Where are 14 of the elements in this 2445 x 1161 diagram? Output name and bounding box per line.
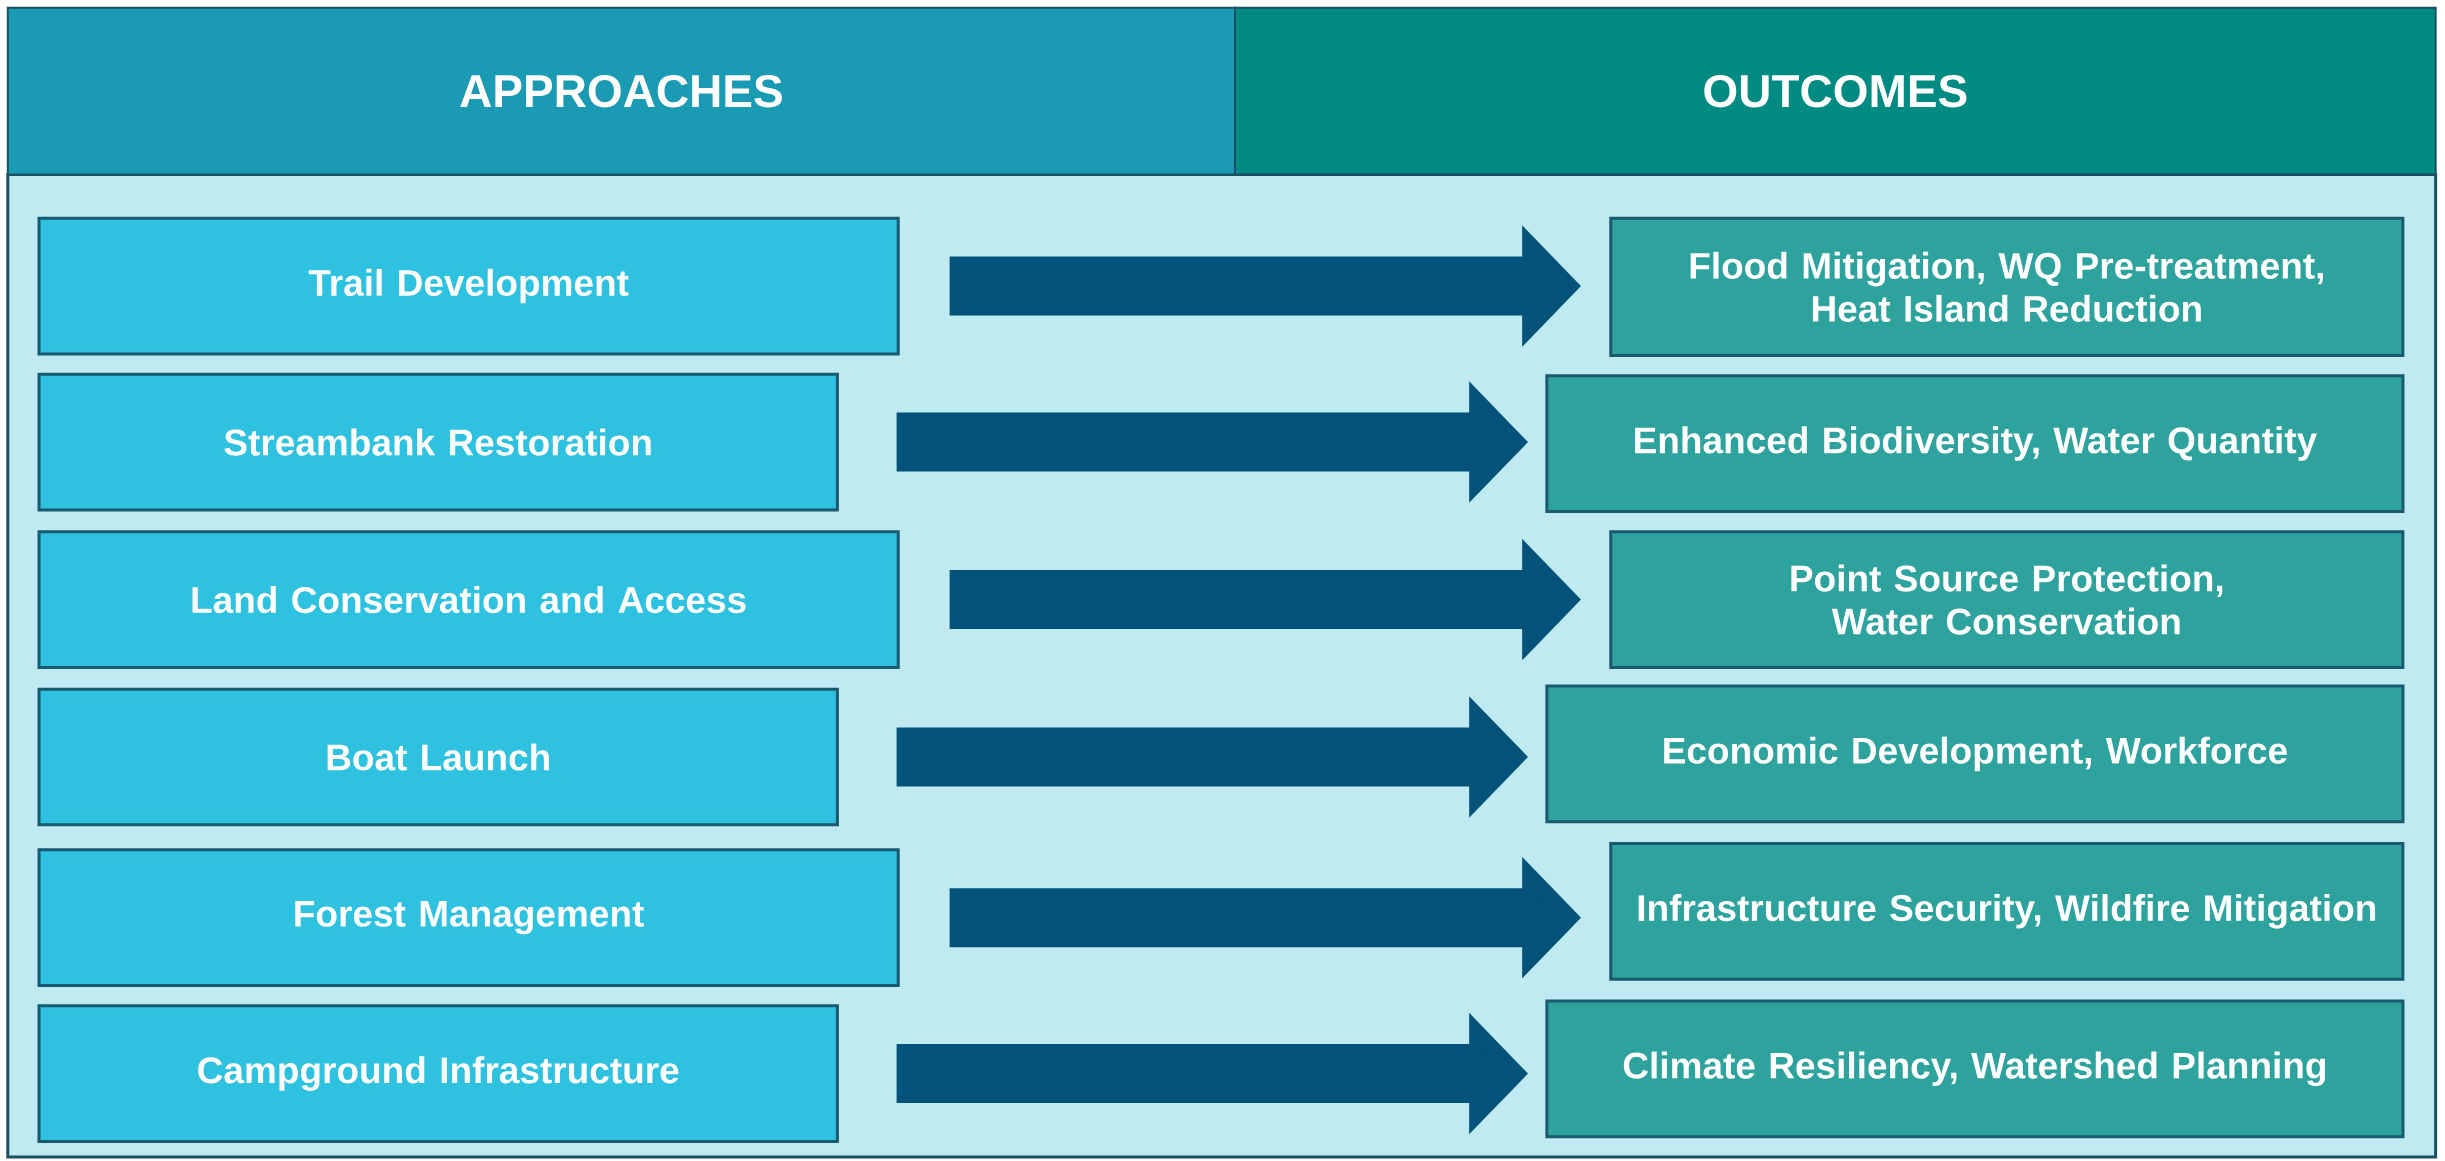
approach-box: Trail Development [37,216,900,356]
outcome-box: Economic Development, Workforce [1545,684,2405,824]
column-header: APPROACHES [6,6,1236,176]
approach-box: Streambank Restoration [37,372,839,512]
column-header: OUTCOMES [1233,6,2437,176]
approach-box: Campground Infrastructure [37,1004,839,1143]
approach-box: Forest Management [37,848,900,988]
approach-box: Land Conservation and Access [37,530,900,669]
outcome-box: Enhanced Biodiversity, Water Quantity [1545,374,2405,513]
approach-box: Boat Launch [37,687,839,827]
outcome-box: Flood Mitigation, WQ Pre-treatment, Heat Island Reduction [1609,216,2405,357]
outcome-box: Infrastructure Security, Wildfire Mitigation [1609,842,2405,981]
outcome-box: Point Source Protection, Water Conservation [1609,530,2405,669]
outcome-box: Climate Resiliency, Watershed Planning [1545,999,2405,1139]
